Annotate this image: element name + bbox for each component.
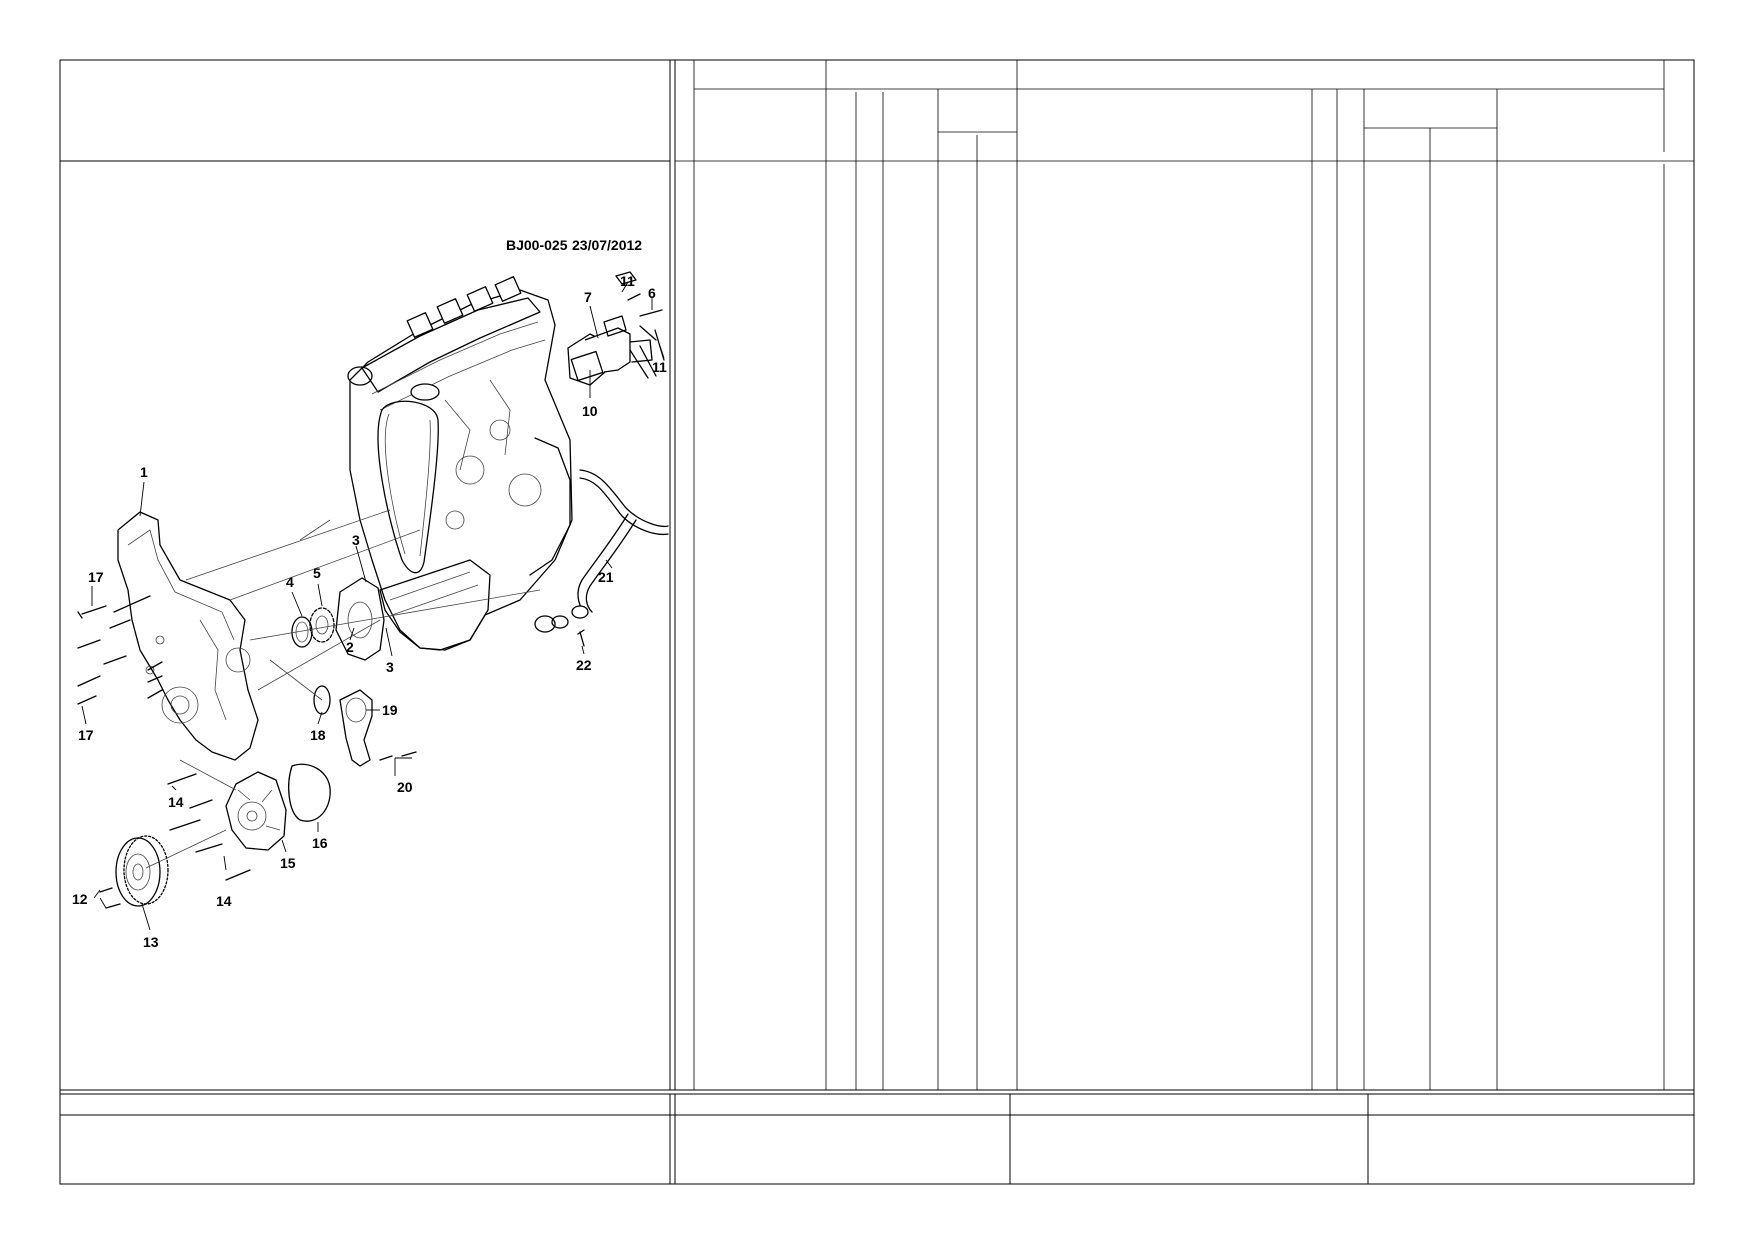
callout-14: 14 bbox=[216, 893, 232, 909]
callout-7: 7 bbox=[584, 289, 592, 305]
sprocket bbox=[309, 607, 335, 643]
sheet-frame bbox=[59, 59, 1695, 1185]
assembly-guide-lines bbox=[145, 509, 541, 869]
callout-4: 4 bbox=[286, 574, 294, 590]
callout-19: 19 bbox=[382, 702, 398, 718]
callout-2: 2 bbox=[346, 639, 354, 655]
callout-17: 17 bbox=[78, 727, 94, 743]
callout-15: 15 bbox=[280, 855, 296, 871]
drawing-reference: BJ00-025 bbox=[506, 237, 568, 253]
engine-exploded-diagram: 1 2 3 3 4 5 6 7 10 11 11 12 13 14 14 15 … bbox=[72, 237, 669, 950]
callout-13: 13 bbox=[143, 934, 159, 950]
water-pump bbox=[167, 763, 331, 881]
callout-leaders bbox=[81, 281, 665, 931]
callout-12: 12 bbox=[72, 891, 88, 907]
callout-3: 3 bbox=[352, 532, 360, 548]
callout-17: 17 bbox=[88, 569, 104, 585]
callout-20: 20 bbox=[397, 779, 413, 795]
callout-1: 1 bbox=[140, 464, 148, 480]
drawing-date: 23/07/2012 bbox=[572, 237, 642, 253]
callout-11: 11 bbox=[620, 273, 635, 289]
callout-18: 18 bbox=[310, 727, 326, 743]
callout-3: 3 bbox=[386, 659, 394, 675]
engine-block bbox=[347, 276, 573, 651]
cover-plate bbox=[335, 577, 385, 661]
callout-labels: 1 2 3 3 4 5 6 7 10 11 11 12 13 14 14 15 … bbox=[72, 273, 667, 950]
callout-6: 6 bbox=[648, 285, 656, 301]
outlet-elbow bbox=[313, 685, 417, 767]
callout-16: 16 bbox=[312, 835, 328, 851]
housing-bolts bbox=[77, 595, 163, 705]
front-cover-housing bbox=[117, 511, 259, 761]
o-ring-gasket bbox=[534, 615, 585, 647]
callout-14: 14 bbox=[168, 794, 184, 810]
thermostat-housing bbox=[567, 271, 665, 386]
callout-22: 22 bbox=[576, 657, 592, 673]
callout-5: 5 bbox=[313, 565, 321, 581]
coolant-pipe bbox=[571, 469, 669, 619]
parts-table-grid bbox=[675, 60, 1694, 1090]
callout-10: 10 bbox=[582, 403, 598, 419]
callout-11: 11 bbox=[652, 359, 667, 375]
crank-pulley bbox=[99, 835, 169, 909]
callout-21: 21 bbox=[598, 569, 614, 585]
